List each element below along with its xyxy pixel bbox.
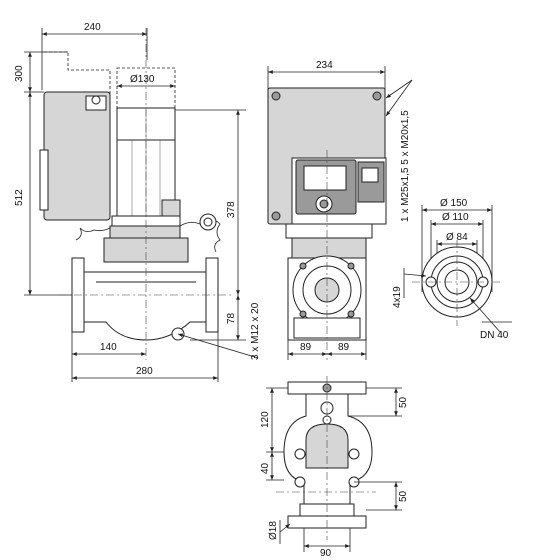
dim-89-right-label: 89 (338, 342, 350, 353)
dim-18-label: Ø18 (268, 521, 279, 540)
side-view: 240 300 512 Ø130 (14, 22, 261, 382)
dim-150-label: Ø 150 (440, 198, 468, 209)
dim-84-label: Ø 84 (446, 232, 468, 243)
dim-140-label: 140 (100, 342, 117, 353)
dim-holes-label: 4x19 (392, 286, 403, 308)
dim-240-label: 240 (84, 22, 101, 33)
dim-bolts-label: 3 x M12 x 20 (250, 302, 261, 360)
dim-90-label: 90 (320, 548, 332, 559)
dim-234-label: 234 (316, 60, 333, 71)
dim-50-bottom-label: 50 (398, 490, 409, 502)
dim-300-label: 300 (14, 65, 25, 82)
top-view: 120 40 50 50 Ø18 90 (260, 376, 409, 559)
dim-280-label: 280 (136, 366, 153, 377)
dim-512-label: 512 (14, 189, 25, 206)
dim-89-left-label: 89 (300, 342, 312, 353)
dim-78-label: 78 (226, 312, 237, 324)
dim-40-label: 40 (260, 462, 271, 474)
electronics-module (43, 91, 111, 221)
display-screen (303, 165, 347, 191)
dim-130-label: Ø130 (130, 74, 155, 85)
cable-glands-label: 1 x M25x1,5 5 x M20x1,5 (400, 110, 411, 222)
dim-120-label: 120 (260, 411, 271, 428)
dim-110-label: Ø 110 (442, 212, 469, 223)
dim-378-label: 378 (226, 201, 237, 218)
front-view: 234 1 x M25x1,5 5 x M20x1,5 (267, 60, 413, 360)
flange-view: Ø 150 Ø 110 Ø 84 4x19 DN 40 (392, 198, 512, 341)
dim-dn-label: DN 40 (480, 330, 509, 341)
dim-50-top-label: 50 (398, 396, 409, 408)
